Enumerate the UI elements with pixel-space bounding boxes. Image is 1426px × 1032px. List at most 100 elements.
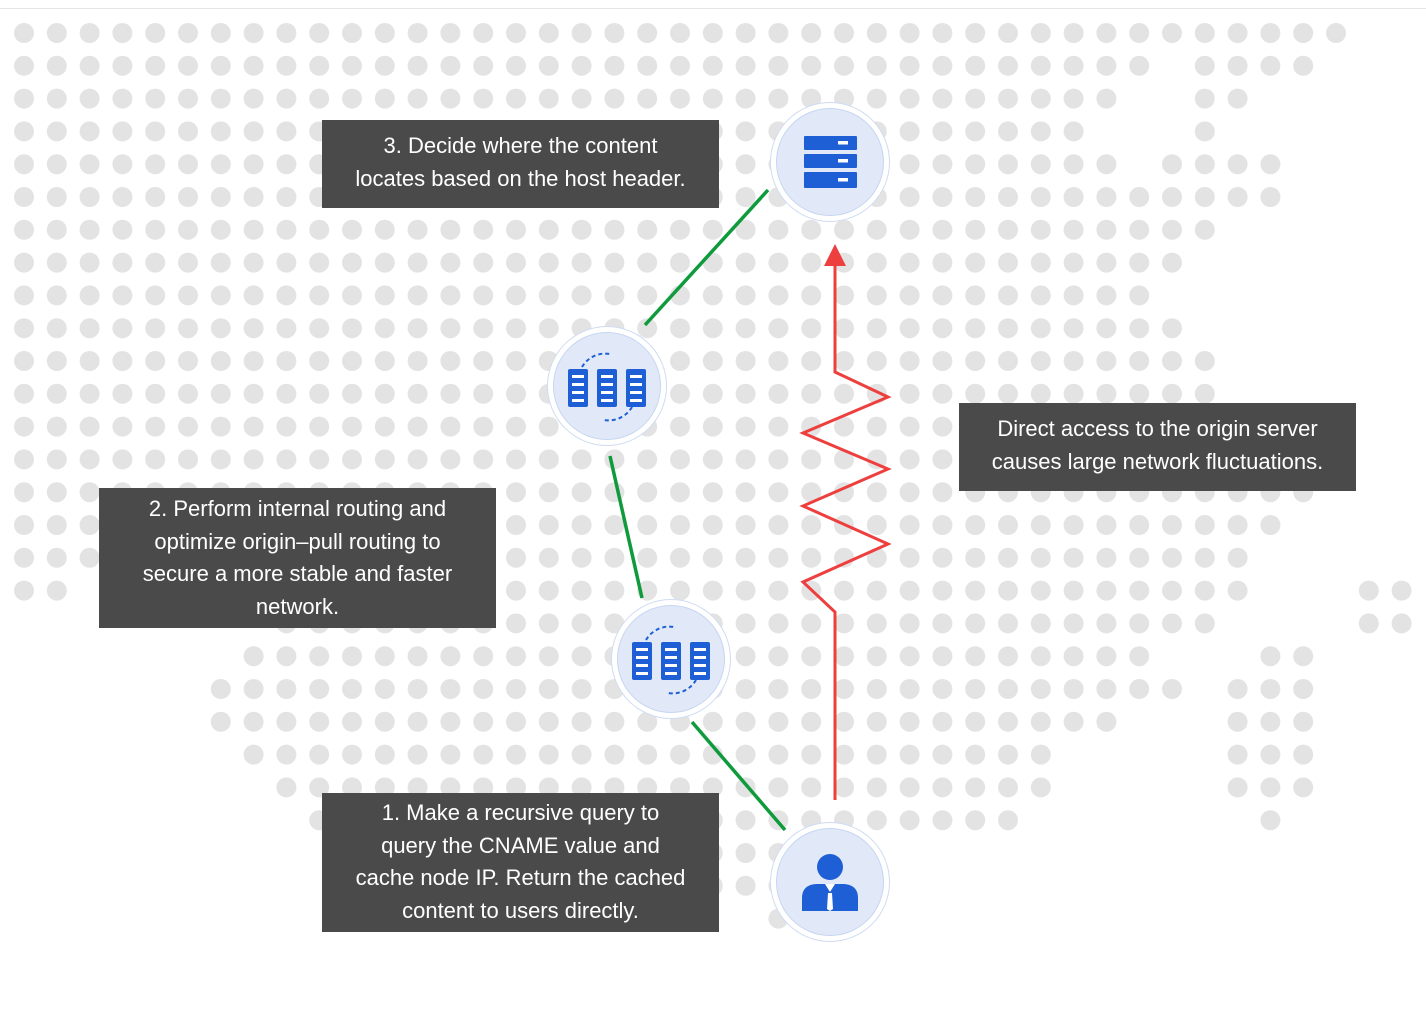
map-dot — [735, 23, 756, 43]
map-dot — [801, 318, 822, 339]
map-dot — [1162, 383, 1182, 404]
map-dot — [374, 318, 395, 339]
map-dot — [538, 580, 559, 601]
map-dot — [834, 219, 854, 240]
map-dot — [243, 121, 264, 142]
map-dot — [1063, 580, 1084, 601]
map-dot — [1162, 318, 1182, 339]
map-dot — [46, 416, 67, 437]
map-dot — [1162, 351, 1182, 371]
map-dot — [637, 88, 658, 109]
map-dot — [1063, 252, 1084, 273]
map-dot — [735, 843, 756, 863]
map-dot — [998, 121, 1018, 142]
map-dot — [932, 810, 953, 831]
map-dot — [866, 416, 887, 437]
map-dot — [834, 646, 854, 667]
map-dot — [1129, 252, 1150, 273]
map-dot — [506, 580, 526, 601]
map-dot — [866, 219, 887, 240]
map-dot — [374, 449, 395, 470]
map-dot — [801, 252, 822, 273]
map-dot — [702, 285, 723, 306]
map-dot — [571, 744, 592, 765]
map-dot — [79, 154, 100, 175]
map-dot — [210, 711, 231, 732]
map-dot — [243, 744, 264, 765]
map-dot — [1063, 383, 1084, 404]
map-dot — [79, 416, 100, 437]
map-dot — [243, 88, 264, 109]
map-dot — [243, 55, 264, 76]
map-dot — [834, 285, 854, 306]
map-dot — [1096, 187, 1117, 207]
map-dot — [145, 252, 166, 273]
map-dot — [637, 449, 658, 470]
map-dot — [604, 285, 625, 306]
map-dot — [538, 449, 559, 470]
map-dot — [178, 252, 198, 273]
map-dot — [506, 88, 526, 109]
map-dot — [1030, 23, 1051, 43]
map-dot — [440, 383, 461, 404]
map-dot — [1096, 646, 1117, 667]
map-dot — [965, 252, 986, 273]
map-dot — [14, 187, 34, 207]
map-dot — [178, 88, 198, 109]
map-dot — [1096, 711, 1117, 732]
map-dot — [473, 351, 494, 371]
map-dot — [145, 154, 166, 175]
map-dot — [735, 416, 756, 437]
map-dot — [178, 449, 198, 470]
callout-step1: 1. Make a recursive query to query the C… — [322, 793, 719, 932]
map-dot — [243, 711, 264, 732]
map-dot — [79, 23, 100, 43]
link-upper-to-origin — [643, 188, 770, 327]
map-dot — [965, 515, 986, 535]
map-dot — [309, 744, 330, 765]
map-dot — [374, 252, 395, 273]
map-dot — [899, 711, 920, 732]
map-dot — [178, 416, 198, 437]
map-dot — [407, 646, 428, 667]
map-dot — [79, 318, 100, 339]
map-dot — [440, 88, 461, 109]
map-dot — [79, 55, 100, 76]
map-dot — [210, 23, 231, 43]
map-dot — [342, 318, 362, 339]
map-dot — [276, 383, 297, 404]
map-dot — [506, 515, 526, 535]
map-dot — [407, 351, 428, 371]
map-dot — [1096, 318, 1117, 339]
map-dot — [801, 613, 822, 634]
map-dot — [1129, 351, 1150, 371]
map-dot — [1129, 613, 1150, 634]
map-dot — [670, 416, 690, 437]
map-dot — [571, 219, 592, 240]
map-dot — [506, 219, 526, 240]
map-dot — [407, 449, 428, 470]
map-dot — [473, 646, 494, 667]
map-dot — [210, 351, 231, 371]
map-dot — [1030, 580, 1051, 601]
map-dot — [932, 744, 953, 765]
map-dot — [1260, 711, 1281, 732]
map-dot — [1063, 88, 1084, 109]
map-dot — [571, 482, 592, 503]
map-dot — [866, 613, 887, 634]
map-dot — [276, 711, 297, 732]
map-dot — [998, 646, 1018, 667]
map-dot — [932, 646, 953, 667]
map-dot — [998, 679, 1018, 699]
map-dot — [965, 351, 986, 371]
map-dot — [932, 482, 953, 503]
map-dot — [407, 744, 428, 765]
map-dot — [998, 547, 1018, 568]
map-dot — [932, 318, 953, 339]
map-dot — [1063, 23, 1084, 43]
map-dot — [604, 449, 625, 470]
map-dot — [440, 23, 461, 43]
map-dot — [965, 383, 986, 404]
map-dot — [276, 23, 297, 43]
map-dot — [1293, 744, 1314, 765]
